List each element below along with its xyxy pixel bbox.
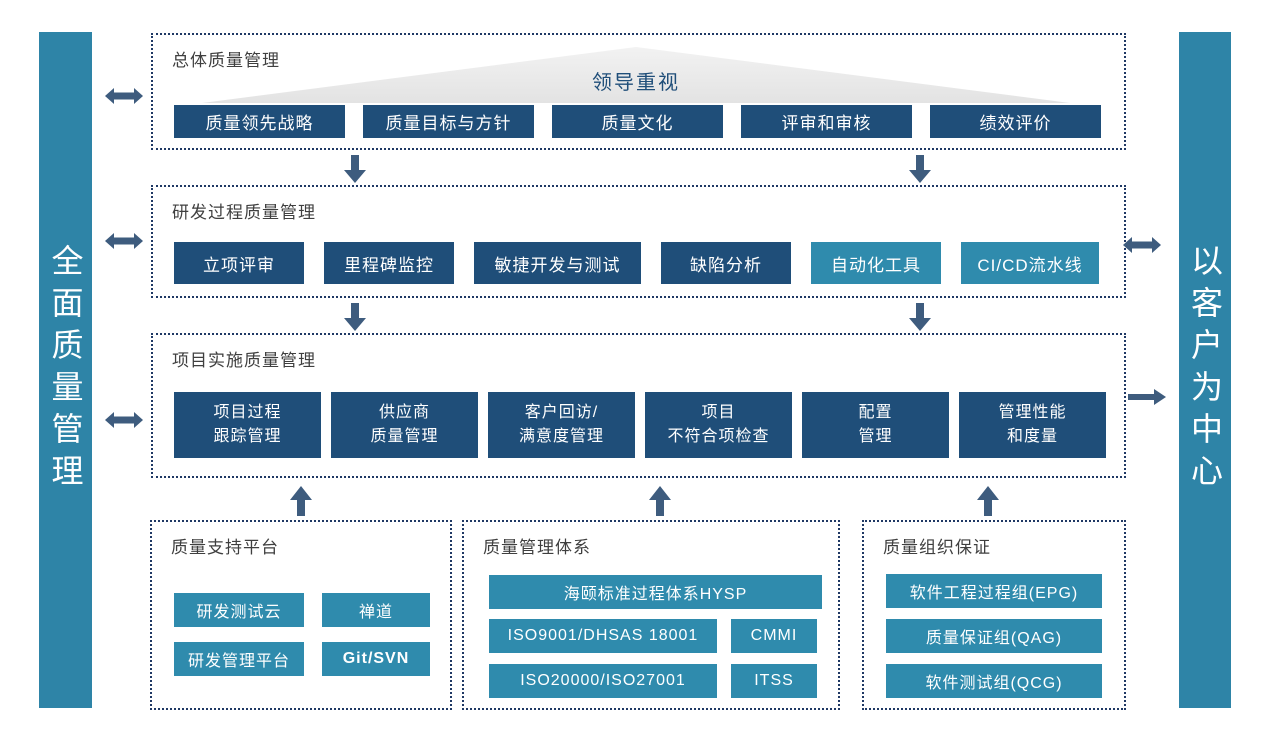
org-column: 软件工程过程组(EPG) 质量保证组(QAG) 软件测试组(QCG) (886, 574, 1102, 698)
box-rd-test-cloud: 研发测试云 (174, 593, 304, 627)
box-qag-group: 质量保证组(QAG) (886, 619, 1102, 653)
left-banner: 全面质量管理 (39, 32, 92, 708)
box-epg-group: 软件工程过程组(EPG) (886, 574, 1102, 608)
system-row-2: ISO20000/ISO27001 ITSS (489, 664, 817, 698)
box-itss: ITSS (731, 664, 817, 698)
left-right-arrow-icon (105, 412, 143, 428)
box-quality-mgmt-system: 质量管理体系 海颐标准过程体系HYSP ISO9001/DHSAS 18001 … (462, 520, 840, 710)
rd-button-row: 立项评审 里程碑监控 敏捷开发与测试 缺陷分析 自动化工具 CI/CD流水线 (174, 242, 1099, 284)
box-configuration-management: 配置 管理 (802, 392, 949, 458)
box-nonconformance-inspection: 项目 不符合项检查 (645, 392, 792, 458)
box-label-line: 管理 (858, 428, 893, 445)
box-customer-visit-satisfaction: 客户回访/ 满意度管理 (488, 392, 635, 458)
box-quality-goals-policy: 质量目标与方针 (363, 105, 534, 138)
system-row-1: ISO9001/DHSAS 18001 CMMI (489, 619, 817, 653)
right-arrow-icon (1128, 389, 1166, 405)
box-label-line: 配置 (858, 404, 893, 421)
box-label-line: 供应商 (378, 404, 430, 421)
left-right-arrow-icon (105, 88, 143, 104)
left-right-arrow-icon (105, 233, 143, 249)
up-arrow-icon (290, 486, 312, 516)
up-arrow-icon (649, 486, 671, 516)
down-arrow-icon (909, 303, 931, 331)
box-review-audit: 评审和审核 (741, 105, 912, 138)
section-rd-process-quality: 研发过程质量管理 立项评审 里程碑监控 敏捷开发与测试 缺陷分析 自动化工具 C… (151, 185, 1126, 298)
overall-button-row: 质量领先战略 质量目标与方针 质量文化 评审和审核 绩效评价 (174, 105, 1101, 138)
down-arrow-icon (344, 155, 366, 183)
box-project-approval-review: 立项评审 (174, 242, 304, 284)
up-arrow-icon (977, 486, 999, 516)
section-overall-quality: 领导重视 总体质量管理 质量领先战略 质量目标与方针 质量文化 评审和审核 绩效… (151, 33, 1126, 150)
section-project-impl-quality: 项目实施质量管理 项目过程 跟踪管理 供应商 质量管理 客户回访/ 满意度管理 … (151, 333, 1126, 478)
section-rd-title: 研发过程质量管理 (172, 203, 316, 222)
box-defect-analysis: 缺陷分析 (661, 242, 791, 284)
left-banner-label: 全面质量管理 (47, 244, 84, 496)
left-right-arrow-icon (1123, 237, 1161, 253)
box-label-line: 不符合项检查 (667, 428, 770, 445)
right-banner-label: 以客户为中心 (1187, 244, 1223, 496)
box-label-line: 项目过程 (213, 404, 282, 421)
box-quality-strategy: 质量领先战略 (174, 105, 345, 138)
box-label-line: 客户回访/ (524, 404, 599, 421)
box-label-line: 跟踪管理 (213, 428, 282, 445)
box-iso9001-dhsas: ISO9001/DHSAS 18001 (489, 619, 717, 653)
leadership-triangle-label: 领导重视 (592, 72, 680, 94)
box-quality-culture: 质量文化 (552, 105, 723, 138)
box-quality-org-assurance: 质量组织保证 软件工程过程组(EPG) 质量保证组(QAG) 软件测试组(QCG… (862, 520, 1126, 710)
box-management-performance-measure: 管理性能 和度量 (959, 392, 1106, 458)
down-arrow-icon (909, 155, 931, 183)
box-hysp-standard-process: 海颐标准过程体系HYSP (489, 575, 822, 609)
box-zentao: 禅道 (322, 593, 430, 627)
box-performance-evaluation: 绩效评价 (930, 105, 1101, 138)
box-label-line: 和度量 (1006, 428, 1058, 445)
section-project-title: 项目实施质量管理 (172, 351, 316, 370)
box-automation-tools: 自动化工具 (811, 242, 941, 284)
box-quality-support-platform: 质量支持平台 研发测试云 禅道 研发管理平台 Git/SVN (150, 520, 452, 710)
box-label-line: 项目 (701, 404, 736, 421)
box-label-line: 满意度管理 (518, 428, 604, 445)
box-iso20000-iso27001: ISO20000/ISO27001 (489, 664, 717, 698)
box-label-line: 质量管理 (370, 428, 439, 445)
box-cicd-pipeline: CI/CD流水线 (961, 242, 1099, 284)
project-button-row: 项目过程 跟踪管理 供应商 质量管理 客户回访/ 满意度管理 项目 不符合项检查… (174, 392, 1106, 458)
down-arrow-icon (344, 303, 366, 331)
box-supplier-quality: 供应商 质量管理 (331, 392, 478, 458)
box-qcg-group: 软件测试组(QCG) (886, 664, 1102, 698)
platform-grid: 研发测试云 禅道 研发管理平台 Git/SVN (174, 593, 430, 676)
section-overall-title: 总体质量管理 (172, 51, 280, 70)
right-banner: 以客户为中心 (1179, 32, 1231, 708)
org-title: 质量组织保证 (883, 538, 991, 557)
box-cmmi: CMMI (731, 619, 817, 653)
box-label-line: 管理性能 (998, 404, 1067, 421)
box-project-process-tracking: 项目过程 跟踪管理 (174, 392, 321, 458)
box-milestone-monitoring: 里程碑监控 (324, 242, 454, 284)
box-rd-mgmt-platform: 研发管理平台 (174, 642, 304, 676)
platform-title: 质量支持平台 (171, 538, 279, 557)
box-git-svn: Git/SVN (322, 642, 430, 676)
system-title: 质量管理体系 (483, 538, 591, 557)
box-agile-dev-testing: 敏捷开发与测试 (474, 242, 641, 284)
